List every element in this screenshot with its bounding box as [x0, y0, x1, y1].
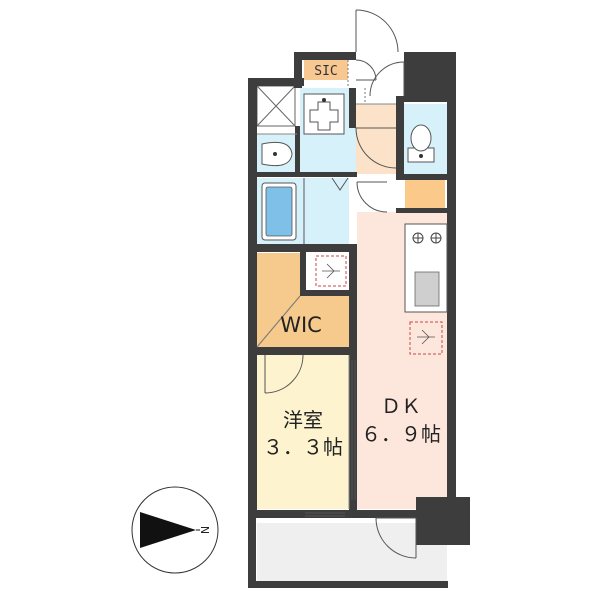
- entrance-floor: [356, 104, 396, 174]
- western-room-size: ３．３帖: [263, 435, 343, 459]
- western-room-window: [305, 512, 345, 517]
- dk-size: ６．９帖: [361, 422, 441, 446]
- inner-partitions: [257, 103, 396, 509]
- wic-label: WIC: [280, 313, 322, 337]
- washing-machine: [303, 93, 345, 135]
- sic-floor: [304, 60, 348, 80]
- sliding-door: [351, 360, 356, 500]
- bathtub: [261, 182, 297, 241]
- fridge-space-icon: [315, 255, 443, 355]
- dk-name: ＤＫ: [381, 394, 421, 418]
- storage-dotted-line: [347, 60, 366, 104]
- shaft-cross: [256, 85, 296, 127]
- wash-basin: [261, 141, 293, 167]
- balcony-floor: [257, 523, 447, 581]
- fridge-space-icon: [322, 263, 435, 345]
- toilet: [407, 124, 435, 163]
- shoe-cabinet: [405, 180, 445, 210]
- western-room-name: 洋室: [283, 408, 323, 432]
- stove-burner-icon: [412, 232, 442, 244]
- kitchen-counter: [404, 223, 448, 313]
- bath-curtain: [303, 177, 349, 244]
- doors: [264, 9, 417, 559]
- walls: [248, 52, 470, 588]
- north-arrow: N: [131, 486, 219, 574]
- wic-diagonal: [256, 295, 301, 348]
- wic-floor: [257, 253, 349, 347]
- western-room-floor: [257, 355, 349, 509]
- north-mark-label: N: [199, 526, 212, 534]
- sic-label: SIC: [314, 64, 337, 79]
